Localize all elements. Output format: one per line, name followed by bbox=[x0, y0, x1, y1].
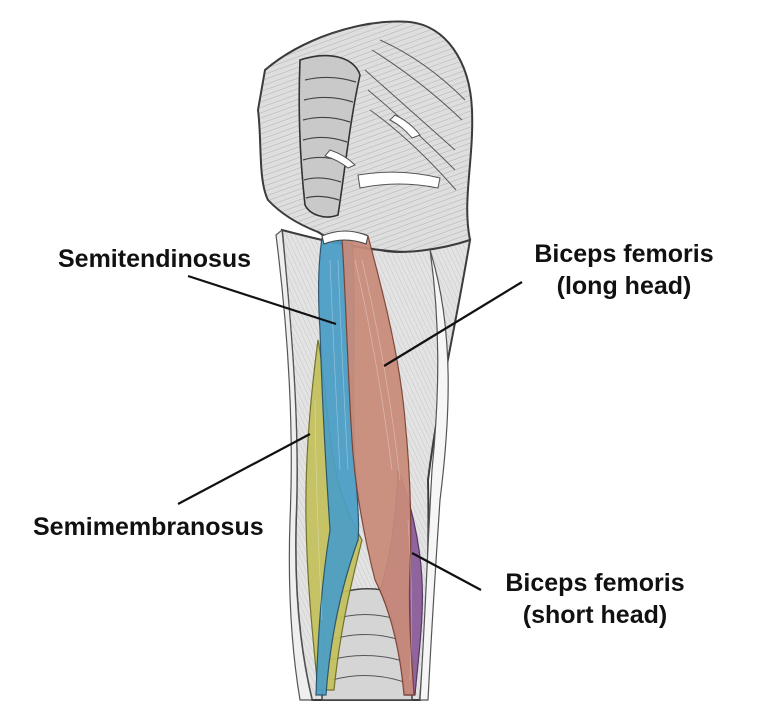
label-semimembranosus: Semimembranosus bbox=[33, 511, 264, 543]
label-biceps-short-line2: (short head) bbox=[482, 599, 708, 631]
label-semimembranosus-text: Semimembranosus bbox=[33, 511, 264, 543]
label-biceps-femoris-long-head: Biceps femoris (long head) bbox=[518, 238, 730, 302]
label-biceps-femoris-short-head: Biceps femoris (short head) bbox=[482, 567, 708, 631]
label-biceps-long-line2: (long head) bbox=[518, 270, 730, 302]
pelvis-gluteal-region bbox=[258, 22, 472, 252]
label-biceps-short-line1: Biceps femoris bbox=[482, 567, 708, 599]
label-semitendinosus: Semitendinosus bbox=[58, 243, 251, 275]
label-biceps-long-line1: Biceps femoris bbox=[518, 238, 730, 270]
leader-line-semimembranosus bbox=[178, 434, 310, 504]
label-semitendinosus-text: Semitendinosus bbox=[58, 243, 251, 275]
